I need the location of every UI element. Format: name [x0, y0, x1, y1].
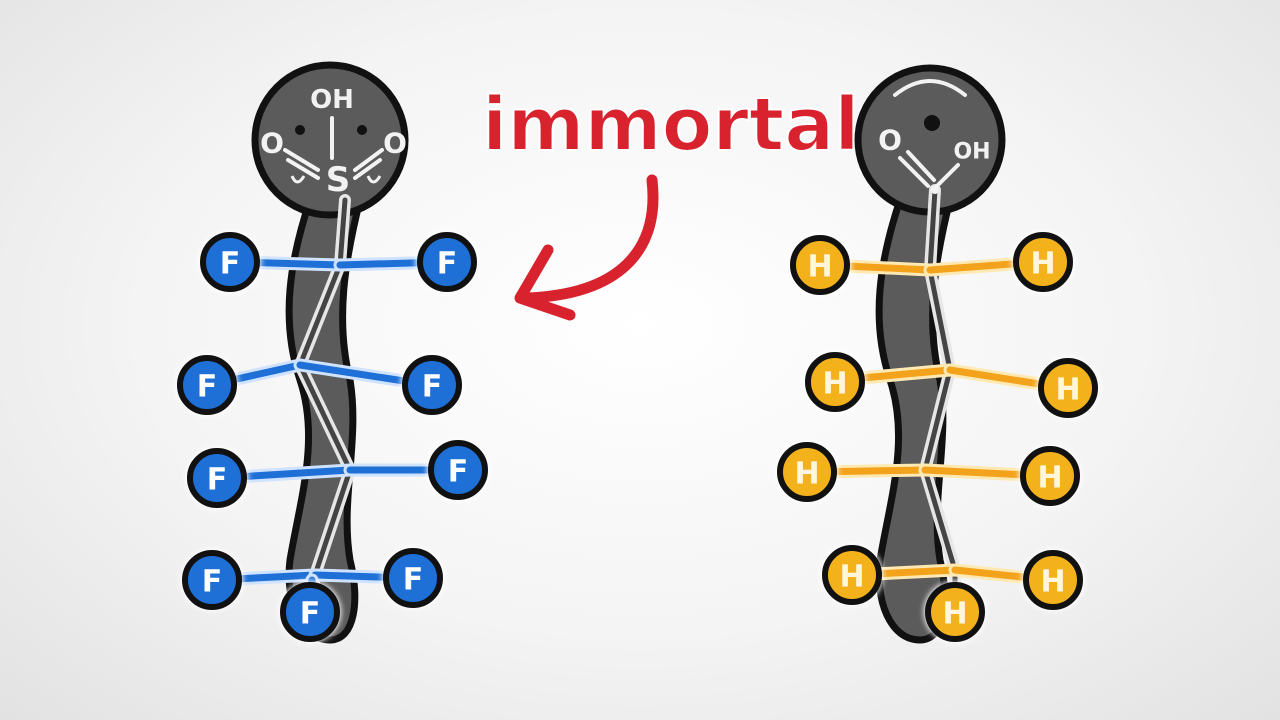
fluorine-atom: F: [186, 447, 248, 509]
hydrogen-atom: H: [789, 234, 851, 296]
annotation-arrow: [519, 174, 659, 304]
head-right-label: O: [383, 127, 407, 160]
right-substituent-atoms: H H H H: [776, 231, 1099, 643]
atom-label: F: [197, 370, 218, 405]
atom-label: H: [1055, 373, 1080, 408]
fluorine-atom: F: [427, 439, 489, 501]
atom-label: H: [1037, 461, 1062, 496]
atom-label: H: [1030, 247, 1055, 282]
atom-label: F: [403, 563, 424, 598]
left-molecule: F F F F: [176, 61, 489, 644]
atom-label: H: [1040, 565, 1065, 600]
atom-label: F: [300, 597, 321, 632]
atom-label: F: [207, 463, 228, 498]
atom-label: F: [220, 247, 241, 282]
annotation-text: immortal: [482, 82, 860, 168]
fluorine-atom: F: [401, 354, 463, 416]
hydrogen-atom: H: [1037, 357, 1099, 419]
atom-label: F: [437, 247, 458, 282]
atom-label: H: [822, 367, 847, 402]
hydrogen-atom: H: [821, 544, 883, 606]
fluorine-atom: F: [199, 231, 261, 293]
head-left-label: O: [878, 124, 902, 157]
hydrogen-atom: H: [1022, 549, 1084, 611]
head-right-label: OH: [953, 140, 990, 165]
left-substituent-atoms: F F F F: [176, 231, 489, 643]
atom-label: H: [794, 457, 819, 492]
fluorine-atom: F: [181, 549, 243, 611]
head-top-label: OH: [310, 85, 354, 115]
atom-label: F: [448, 455, 469, 490]
fluorine-atom: F: [416, 231, 478, 293]
hydrogen-atom: H: [776, 441, 838, 503]
atom-label: H: [839, 560, 864, 595]
atom-label: F: [202, 565, 223, 600]
left-head-group: OH S O O: [260, 85, 407, 200]
hydrogen-atom: H: [924, 581, 986, 643]
right-molecule: H H H H: [776, 64, 1099, 644]
head-left-label: O: [260, 127, 284, 160]
fluorine-atom: F: [279, 581, 341, 643]
right-head-group: O OH: [878, 79, 991, 194]
hydrogen-atom: H: [1012, 231, 1074, 293]
head-center-label: S: [326, 160, 351, 200]
hydrogen-atom: H: [1019, 445, 1081, 507]
atom-label: H: [807, 250, 832, 285]
atom-label: F: [422, 370, 443, 405]
annotation: immortal: [481, 81, 861, 321]
fluorine-atom: F: [176, 354, 238, 416]
fluorine-atom: F: [382, 547, 444, 609]
atom-label: H: [942, 597, 967, 632]
hydrogen-atom: H: [804, 351, 866, 413]
